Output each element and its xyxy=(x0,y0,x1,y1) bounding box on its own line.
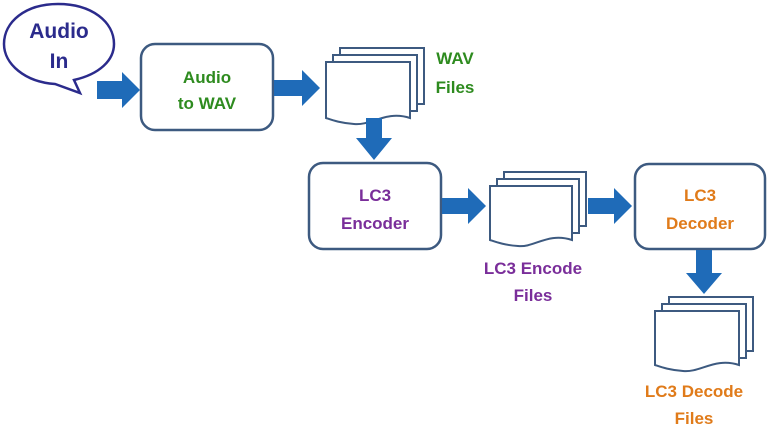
arrow-wav-files-to-lc3-encoder xyxy=(356,118,392,160)
node-audio-in: Audio In xyxy=(2,2,116,96)
lc3-encode-files-label-line2: Files xyxy=(514,286,553,305)
lc3-encoder-label-line2: Encoder xyxy=(341,214,409,233)
audio-to-wav-label-line1: Audio xyxy=(183,68,231,87)
arrow-lc3-encoder-to-encode-files xyxy=(442,188,486,224)
lc3-decode-files-label-line2: Files xyxy=(675,409,714,428)
audio-to-wav-label-line2: to WAV xyxy=(178,94,237,113)
arrow-lc3-decoder-to-decode-files xyxy=(686,250,722,294)
audio-in-label-line2: In xyxy=(50,50,69,73)
audio-to-wav-box xyxy=(139,42,275,132)
lc3-decoder-label-line1: LC3 xyxy=(684,186,716,205)
node-lc3-decoder: LC3 Decoder xyxy=(633,162,767,251)
lc3-decoder-box xyxy=(633,162,767,251)
arrow-audio-in-to-audio-to-wav xyxy=(97,72,140,108)
document-stack-icon xyxy=(325,47,425,126)
lc3-encoder-label-line1: LC3 xyxy=(359,186,391,205)
audio-in-label-line1: Audio xyxy=(29,20,88,43)
node-lc3-encode-files xyxy=(489,171,587,248)
wav-files-label-line1: WAV xyxy=(436,49,474,68)
wav-files-label-line2: Files xyxy=(436,78,475,97)
lc3-encoder-box xyxy=(307,161,443,251)
node-lc3-decode-files xyxy=(654,296,754,373)
document-stack-icon xyxy=(654,296,754,373)
lc3-encode-files-label-line1: LC3 Encode xyxy=(484,259,582,278)
node-lc3-encoder: LC3 Encoder xyxy=(307,161,443,251)
arrow-audio-to-wav-to-wav-files xyxy=(274,70,320,106)
speech-bubble-shape xyxy=(2,2,116,96)
document-stack-icon xyxy=(489,171,587,248)
lc3-decoder-label-line2: Decoder xyxy=(666,214,734,233)
lc3-decode-files-label-line1: LC3 Decode xyxy=(645,382,743,401)
node-wav-files xyxy=(325,47,425,126)
arrow-encode-files-to-lc3-decoder xyxy=(588,188,632,224)
node-audio-to-wav: Audio to WAV xyxy=(139,42,275,132)
